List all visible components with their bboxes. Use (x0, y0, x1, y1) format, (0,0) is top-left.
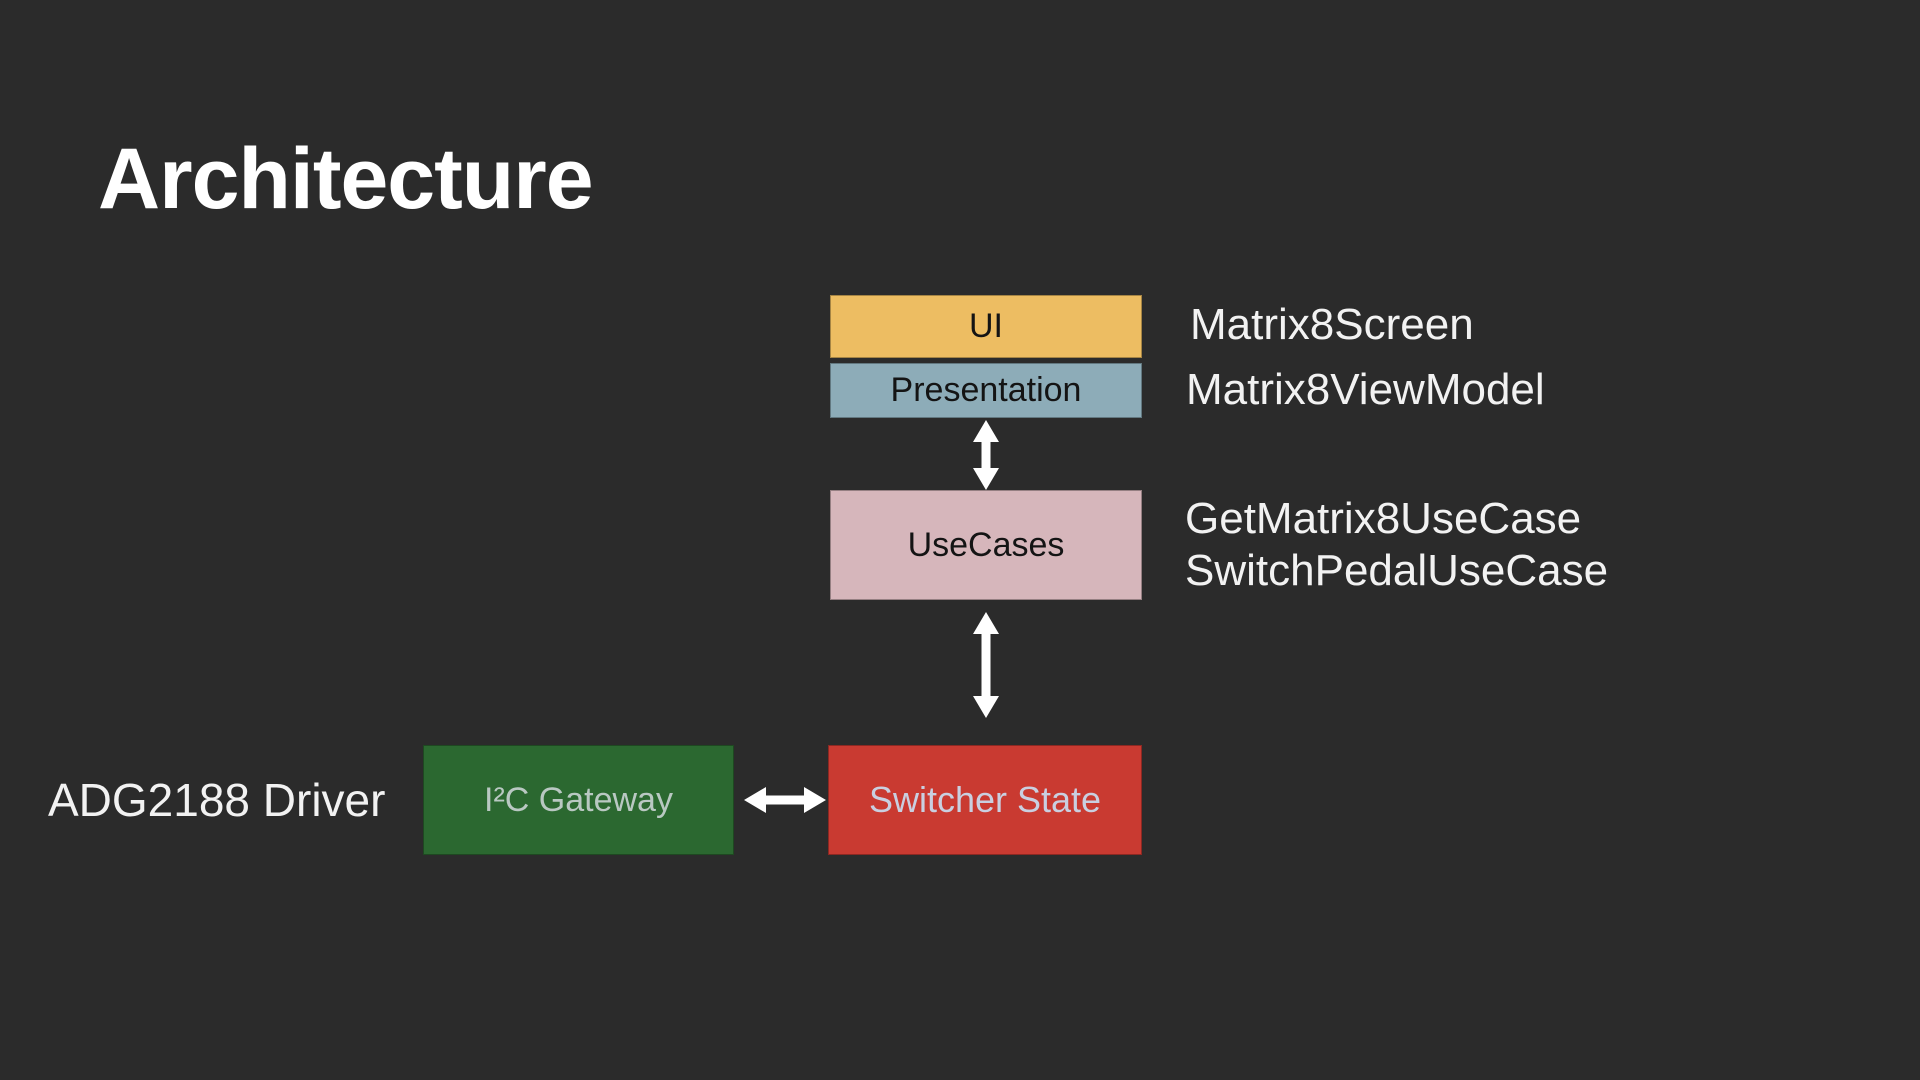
switcher-state-box-label: Switcher State (868, 779, 1102, 820)
usecases-annotation: GetMatrix8UseCase SwitchPedalUseCase (1185, 490, 1608, 600)
double-arrow-presentation-usecases-icon (973, 420, 999, 490)
usecases-annotation-line-2: SwitchPedalUseCase (1185, 546, 1609, 595)
ui-annotation: Matrix8Screen (1190, 300, 1474, 349)
page-title: Architecture (98, 130, 594, 227)
switcher-state-box: Switcher State (828, 745, 1142, 855)
gateway-driver-annotation: ADG2188 Driver (48, 774, 386, 826)
usecases-annotation-line-1: GetMatrix8UseCase (1185, 494, 1582, 543)
ui-box-label: UI (969, 307, 1003, 345)
presentation-box: Presentation (830, 363, 1142, 418)
i2c-gateway-box: I²C Gateway (423, 745, 734, 855)
presentation-annotation: Matrix8ViewModel (1186, 365, 1545, 414)
usecases-box: UseCases (830, 490, 1142, 600)
double-arrow-gateway-switcher-icon (744, 787, 826, 813)
ui-box: UI (830, 295, 1142, 358)
presentation-box-label: Presentation (890, 371, 1082, 409)
double-arrow-usecases-switcher-icon (973, 612, 999, 718)
i2c-gateway-box-label: I²C Gateway (484, 780, 673, 819)
usecases-box-label: UseCases (907, 525, 1065, 564)
